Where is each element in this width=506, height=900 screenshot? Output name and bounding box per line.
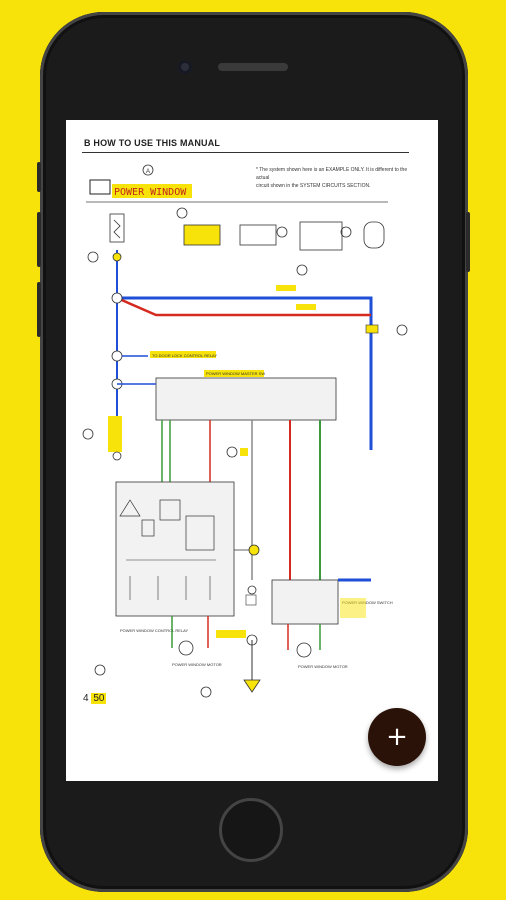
mute-switch — [37, 162, 41, 192]
callout-circle — [142, 164, 154, 176]
svg-text:POWER WINDOW SWITCH: POWER WINDOW SWITCH — [342, 600, 393, 605]
connector-icon — [183, 224, 221, 246]
header-rule — [82, 152, 409, 154]
app-screen: B HOW TO USE THIS MANUAL * The system sh… — [66, 120, 438, 781]
system-icon — [89, 179, 111, 195]
volume-up-button — [37, 212, 41, 267]
diagram-title: POWER WINDOW — [114, 187, 187, 198]
plus-icon: + — [386, 722, 408, 752]
connector-icon — [239, 224, 277, 246]
ground-icon — [243, 679, 261, 693]
title-highlight — [112, 184, 192, 198]
wiring-diagram[interactable]: POWER WINDOW A TO DOOR LOCK CONTROL R — [66, 120, 438, 781]
svg-text:POWER WINDOW CONTROL RELAY: POWER WINDOW CONTROL RELAY — [120, 628, 189, 633]
motor-icon — [296, 642, 312, 658]
earpiece-speaker — [218, 63, 288, 71]
motor-icon — [178, 640, 194, 656]
svg-text:POWER WINDOW MOTOR: POWER WINDOW MOTOR — [298, 664, 348, 669]
page-number: 4 50 — [83, 693, 107, 704]
example-note: * The system shown here is an EXAMPLE ON… — [256, 167, 408, 189]
fuse-icon — [109, 213, 125, 243]
add-button[interactable]: + — [368, 708, 426, 766]
home-button[interactable] — [219, 798, 283, 862]
svg-text:POWER WINDOW MOTOR: POWER WINDOW MOTOR — [172, 662, 222, 667]
svg-text:POWER WINDOW MASTER SW: POWER WINDOW MASTER SW — [206, 371, 265, 376]
svg-text:A: A — [146, 169, 150, 175]
manual-header: B HOW TO USE THIS MANUAL — [84, 138, 221, 148]
volume-down-button — [37, 282, 41, 337]
window-switch-box — [271, 579, 339, 625]
power-button — [466, 212, 470, 272]
control-relay-box — [115, 481, 235, 617]
master-switch-box — [155, 377, 337, 421]
svg-text:TO DOOR LOCK CONTROL RELAY: TO DOOR LOCK CONTROL RELAY — [152, 353, 217, 358]
connector-icon — [363, 221, 385, 249]
front-camera — [178, 60, 192, 74]
connector-icon — [299, 221, 343, 251]
